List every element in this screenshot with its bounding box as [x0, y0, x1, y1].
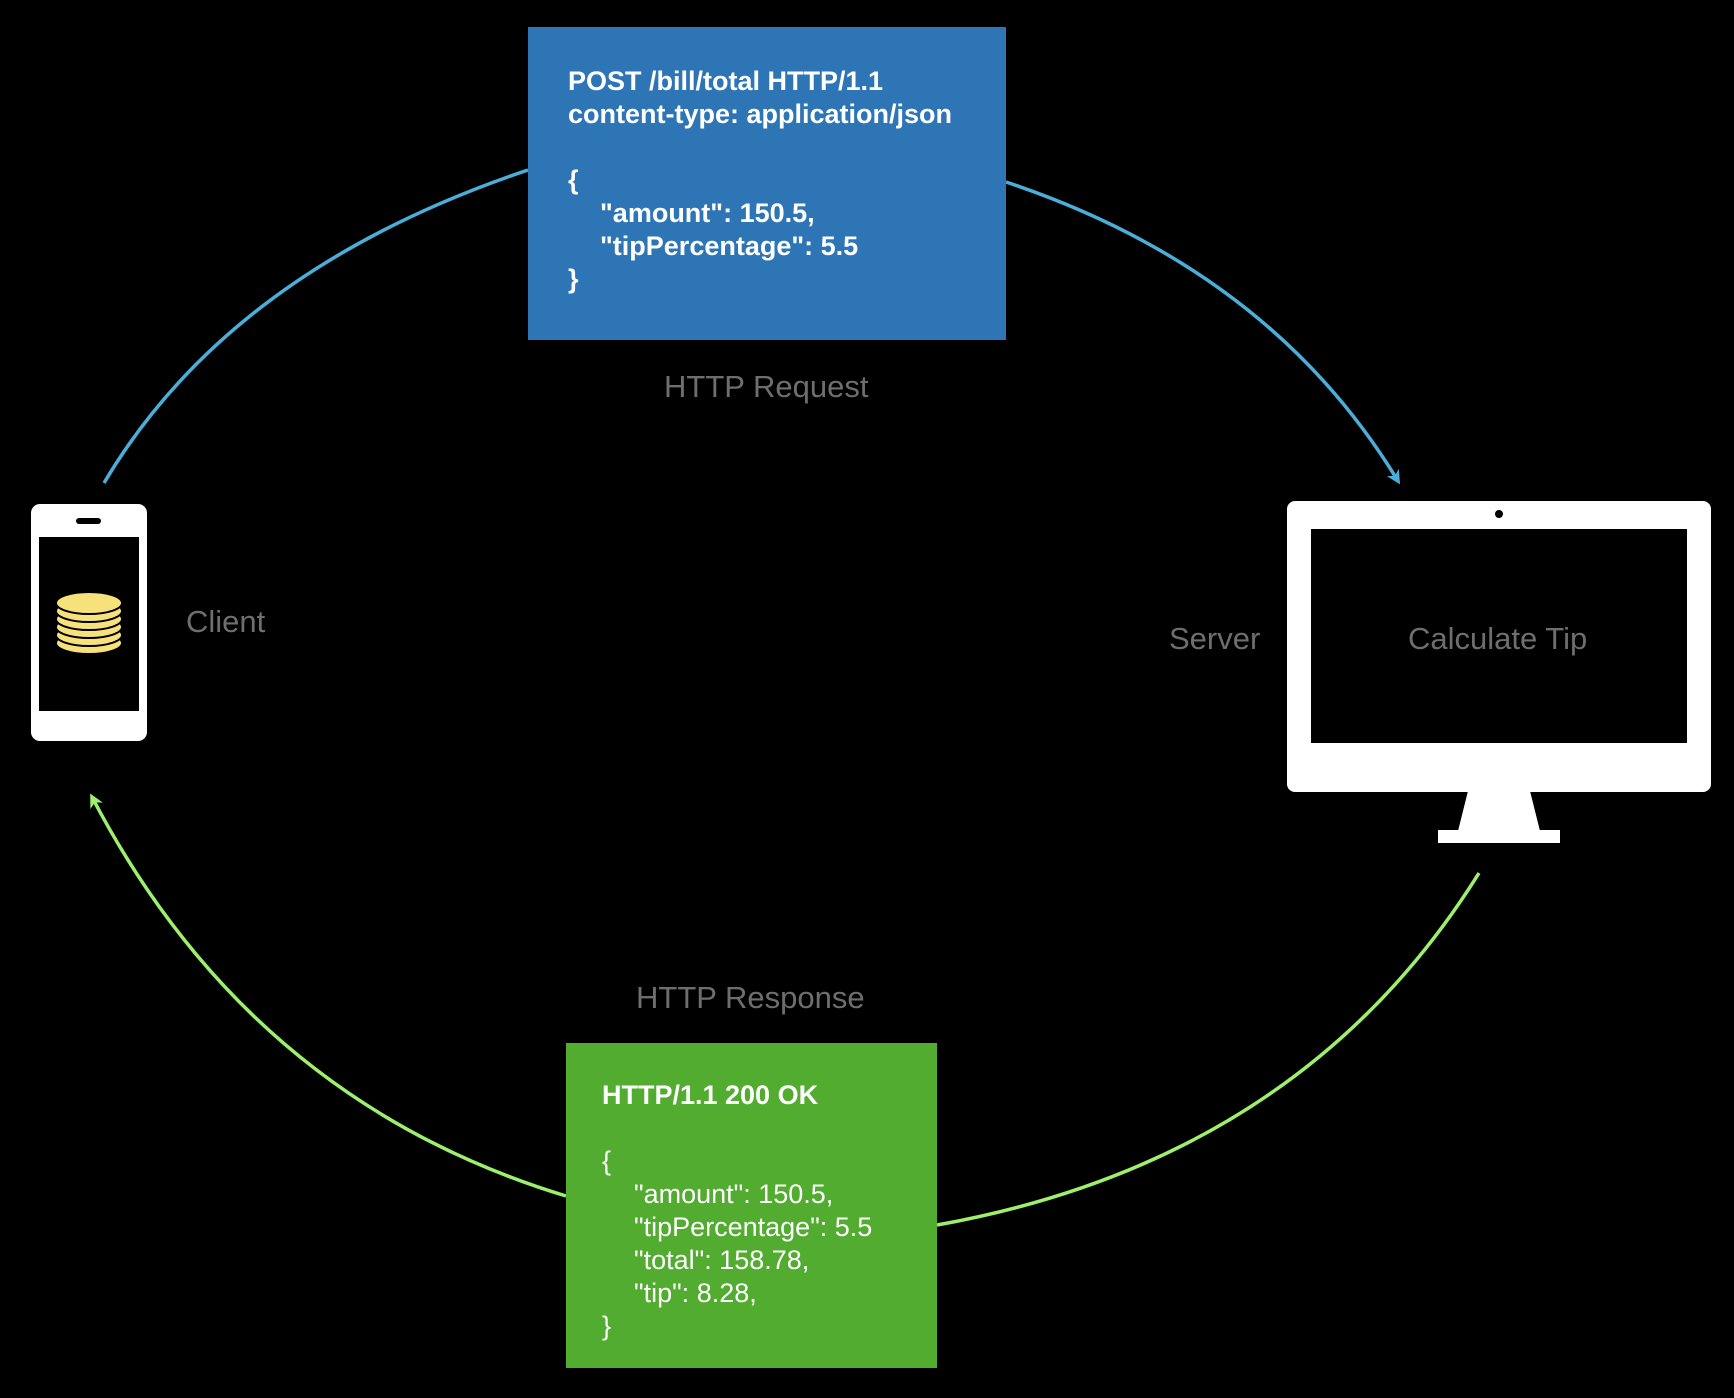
request-line-close-brace: }	[568, 264, 579, 294]
monitor-icon	[1287, 501, 1711, 843]
request-line-amount: "amount": 150.5,	[600, 198, 815, 228]
server-label: Server	[1169, 621, 1261, 656]
response-blank-line	[602, 1112, 937, 1145]
response-arrow-right-segment	[936, 872, 1481, 1227]
response-line-tip-percentage: "tipPercentage": 5.5	[634, 1212, 873, 1242]
request-blank-line	[568, 131, 1006, 164]
request-line-tip-percentage: "tipPercentage": 5.5	[600, 231, 859, 261]
response-line-amount: "amount": 150.5,	[634, 1179, 834, 1209]
http-response-label: HTTP Response	[636, 980, 865, 1015]
http-request-box: POST /bill/total HTTP/1.1 content-type: …	[528, 27, 1006, 340]
client-label: Client	[186, 604, 266, 639]
request-line-open-brace: {	[568, 165, 579, 195]
request-line-header: content-type: application/json	[568, 99, 953, 129]
coin-stack-icon	[55, 591, 123, 655]
response-arrow-left-segment	[90, 793, 567, 1198]
response-line-status: HTTP/1.1 200 OK	[602, 1080, 819, 1110]
request-arrow-left-segment	[102, 168, 529, 484]
http-response-box: HTTP/1.1 200 OK { "amount": 150.5, "tipP…	[566, 1043, 937, 1368]
calculate-tip-label: Calculate Tip	[1408, 621, 1588, 656]
response-line-open-brace: {	[602, 1146, 612, 1176]
request-arrow-right-segment	[1005, 180, 1401, 485]
request-line-method: POST /bill/total HTTP/1.1	[568, 66, 884, 96]
http-request-label: HTTP Request	[664, 369, 869, 404]
response-line-total: "total": 158.78,	[634, 1245, 810, 1275]
response-line-tip: "tip": 8.28,	[634, 1278, 757, 1308]
response-line-close-brace: }	[602, 1311, 612, 1341]
